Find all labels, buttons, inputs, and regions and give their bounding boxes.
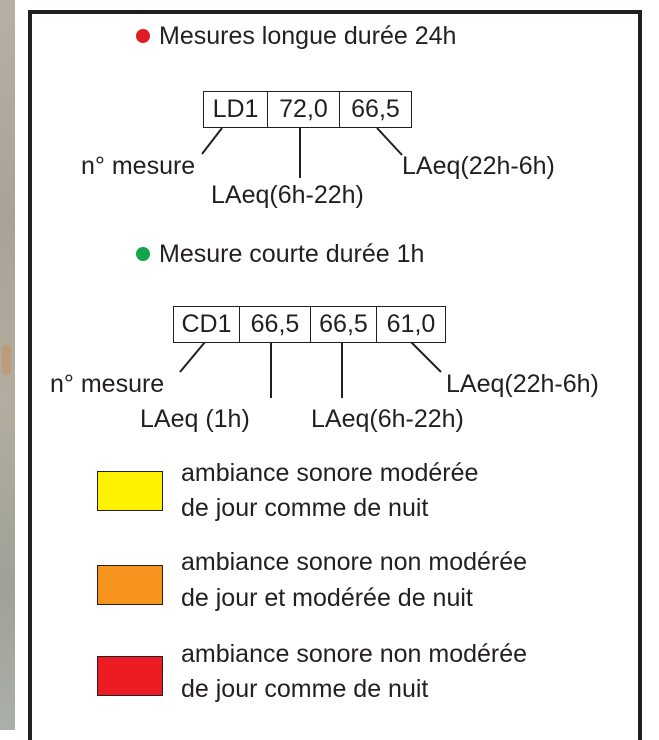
legend-yellow-line1: ambiance sonore modérée xyxy=(181,459,479,487)
ld-label-day: LAeq(6h-22h) xyxy=(211,181,364,209)
short-measure-green-dot xyxy=(136,247,150,261)
ld-cell-day: 72,0 xyxy=(267,91,340,128)
cd-label-id: n° mesure xyxy=(50,370,165,398)
legend-orange-line2: de jour et modérée de nuit xyxy=(181,584,473,612)
legend-swatch-yellow xyxy=(97,471,163,511)
cd-cell-day: 66,5 xyxy=(310,306,377,343)
cd-cell-id: CD1 xyxy=(173,306,240,343)
cd-label-day: LAeq(6h-22h) xyxy=(311,405,464,433)
ld-label-night: LAeq(22h-6h) xyxy=(402,152,555,180)
ld-label-id: n° mesure xyxy=(81,152,196,180)
legend-red-line1: ambiance sonore non modérée xyxy=(181,640,528,668)
cd-cell-night: 61,0 xyxy=(376,306,446,343)
long-measure-title: Mesures longue durée 24h xyxy=(159,22,457,50)
map-background-strip xyxy=(0,0,15,730)
ld-cell-night: 66,5 xyxy=(339,91,412,128)
cd-label-hour: LAeq (1h) xyxy=(140,405,250,433)
legend-orange-line1: ambiance sonore non modérée xyxy=(181,548,528,576)
legend-yellow-line2: de jour comme de nuit xyxy=(181,494,429,522)
cd-label-night: LAeq(22h-6h) xyxy=(446,370,599,398)
legend-swatch-red xyxy=(97,656,163,696)
short-measure-title: Mesure courte durée 1h xyxy=(159,240,425,268)
cd-cell-hour: 66,5 xyxy=(239,306,311,343)
long-measure-red-dot xyxy=(136,29,150,43)
legend-red-line2: de jour comme de nuit xyxy=(181,675,429,703)
ld-cell-id: LD1 xyxy=(203,91,268,128)
legend-panel xyxy=(28,10,642,740)
legend-swatch-orange xyxy=(97,565,163,605)
